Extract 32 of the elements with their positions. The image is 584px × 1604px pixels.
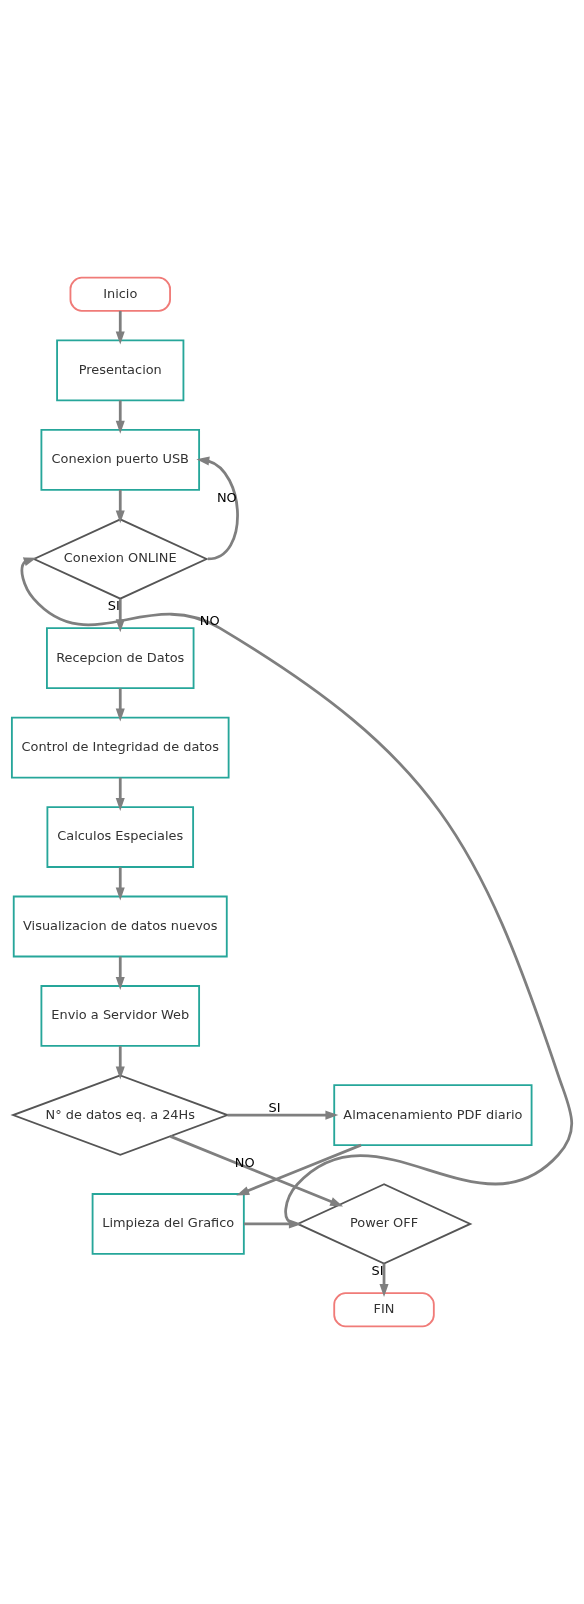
- edge-label: SI: [107, 598, 120, 614]
- edge-label: NO: [216, 490, 237, 506]
- node-box: Envio a Servidor Web: [40, 985, 201, 1047]
- edge-label: SI: [371, 1262, 384, 1278]
- arrow: [115, 777, 125, 811]
- node-box: Conexion puerto USB: [40, 428, 201, 491]
- edge-label: SI: [268, 1099, 281, 1115]
- arrow: [115, 1046, 125, 1080]
- arrow: [236, 1143, 362, 1196]
- node-box: Control de Integridad de datos: [10, 716, 230, 779]
- node-diamond: Conexion ONLINE: [31, 518, 209, 600]
- arrow: [115, 489, 125, 524]
- arrow: [115, 867, 125, 901]
- edge-label: NO: [199, 612, 220, 628]
- arrow: [115, 956, 125, 990]
- arrow: [115, 400, 125, 434]
- node-box: Inicio: [69, 276, 171, 312]
- edge-label: NO: [234, 1155, 255, 1171]
- node-box: Visualizacion de datos nuevos: [12, 895, 228, 958]
- node-box: Almacenamiento PDF diario: [333, 1084, 533, 1146]
- node-box: Limpieza del Grafico: [91, 1193, 245, 1255]
- arrow: [20, 557, 573, 1226]
- arrow: [196, 456, 239, 561]
- arrow: [115, 688, 125, 722]
- node-box: FIN: [333, 1292, 435, 1328]
- arrow: [379, 1263, 389, 1297]
- node-box: Recepcion de Datos: [46, 627, 195, 689]
- arrow: [169, 1135, 344, 1207]
- node-box: Presentacion: [56, 339, 185, 402]
- node-box: Calculos Especiales: [46, 806, 195, 868]
- arrow: [227, 1110, 339, 1120]
- arrow: [115, 310, 125, 345]
